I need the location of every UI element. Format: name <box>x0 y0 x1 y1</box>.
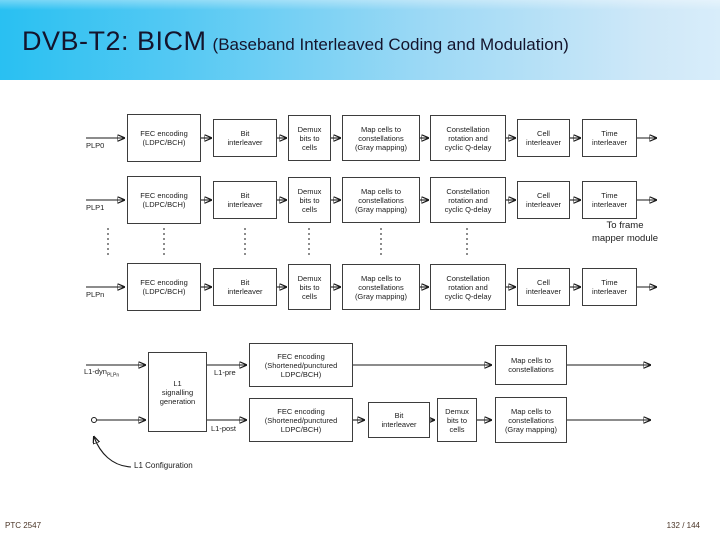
to-frame-mapper-label: To frame mapper module <box>591 220 658 244</box>
plp0-demux-bits-to-cells-box: Demux bits to cells <box>288 115 331 161</box>
page-title: DVB-T2: BICM (Baseband Interleaved Coding… <box>22 26 569 57</box>
plp2-fec-encoding-box: FEC encoding (LDPC/BCH) <box>127 263 201 311</box>
plp0-bit-interleaver-box: Bit interleaver <box>213 119 277 157</box>
plp0-time-interleaver-box: Time interleaver <box>582 119 637 157</box>
plp0-map-cells-box: Map cells to constellations (Gray mappin… <box>342 115 420 161</box>
l1-post-demux-box: Demux bits to cells <box>437 398 477 442</box>
title-sub: (Baseband Interleaved Coding and Modulat… <box>212 35 569 54</box>
l1-post-bit-interleaver-box: Bit interleaver <box>368 402 430 438</box>
l1-post-label: L1-post <box>211 424 237 433</box>
plp0-fec-encoding-box: FEC encoding (LDPC/BCH) <box>127 114 201 162</box>
slide-header: DVB-T2: BICM (Baseband Interleaved Coding… <box>0 0 720 80</box>
plp2-time-interleaver-box: Time interleaver <box>582 268 637 306</box>
l1-section-wires <box>86 365 650 468</box>
plp-input-label-1: PLP1 <box>86 203 105 212</box>
plp2-demux-bits-to-cells-box: Demux bits to cells <box>288 264 331 310</box>
plp2-bit-interleaver-box: Bit interleaver <box>213 268 277 306</box>
plp-row-wires <box>86 138 656 287</box>
plp1-demux-bits-to-cells-box: Demux bits to cells <box>288 177 331 223</box>
plp-input-label-2: PLPn <box>86 290 105 299</box>
l1-signalling-generation-box: L1 signalling generation <box>148 352 207 432</box>
plp2-constellation-rotation-box: Constellation rotation and cyclic Q-dela… <box>430 264 506 310</box>
plp-input-label-0: PLP0 <box>86 141 105 150</box>
plp1-bit-interleaver-box: Bit interleaver <box>213 181 277 219</box>
l1-configuration-label: L1 Configuration <box>134 461 193 470</box>
plp1-map-cells-box: Map cells to constellations (Gray mappin… <box>342 177 420 223</box>
plp1-fec-encoding-box: FEC encoding (LDPC/BCH) <box>127 176 201 224</box>
l1-post-map-cells-box: Map cells to constellations (Gray mappin… <box>495 397 567 443</box>
l1-pre-label: L1-pre <box>214 368 236 377</box>
plp1-time-interleaver-box: Time interleaver <box>582 181 637 219</box>
title-main: DVB-T2: BICM <box>22 26 207 56</box>
footer-page-number: 132 / 144 <box>666 521 700 530</box>
l1-dyn-input-label: L1-dynPLPn <box>84 367 120 379</box>
plp2-map-cells-box: Map cells to constellations (Gray mappin… <box>342 264 420 310</box>
l1-pre-map-cells-box: Map cells to constellations <box>495 345 567 385</box>
footer-course-label: PTC 2547 <box>5 521 42 530</box>
plp1-constellation-rotation-box: Constellation rotation and cyclic Q-dela… <box>430 177 506 223</box>
plp1-cell-interleaver-box: Cell interleaver <box>517 181 570 219</box>
plp2-cell-interleaver-box: Cell interleaver <box>517 268 570 306</box>
l1-post-fec-encoding-box: FEC encoding (Shortened/punctured LDPC/B… <box>249 398 353 442</box>
plp0-constellation-rotation-box: Constellation rotation and cyclic Q-dela… <box>430 115 506 161</box>
l1-pre-fec-encoding-box: FEC encoding (Shortened/punctured LDPC/B… <box>249 343 353 387</box>
plp0-cell-interleaver-box: Cell interleaver <box>517 119 570 157</box>
